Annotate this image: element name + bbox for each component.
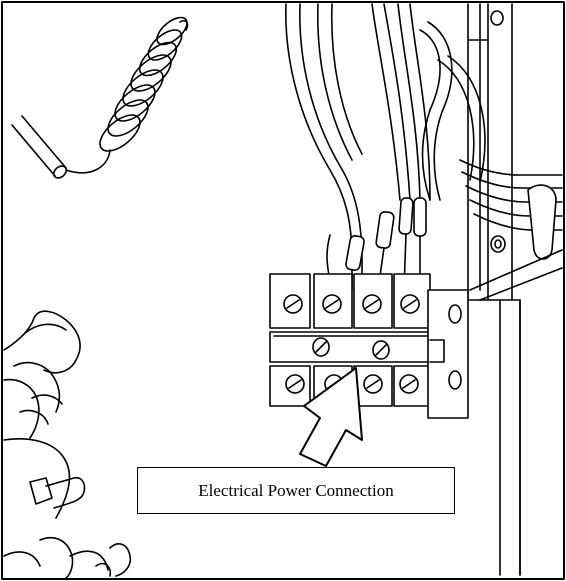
callout-label-text: Electrical Power Connection <box>198 480 394 500</box>
terminal-block <box>269 273 469 419</box>
coiled-capillary-tube <box>11 16 189 179</box>
callout-arrow <box>299 367 363 467</box>
compressor-fittings <box>3 310 132 579</box>
mounting-bracket <box>467 3 563 576</box>
wire-terminals <box>326 197 427 291</box>
wire-bundle <box>285 3 563 263</box>
electrical-power-connection-label: Electrical Power Connection <box>137 467 455 514</box>
